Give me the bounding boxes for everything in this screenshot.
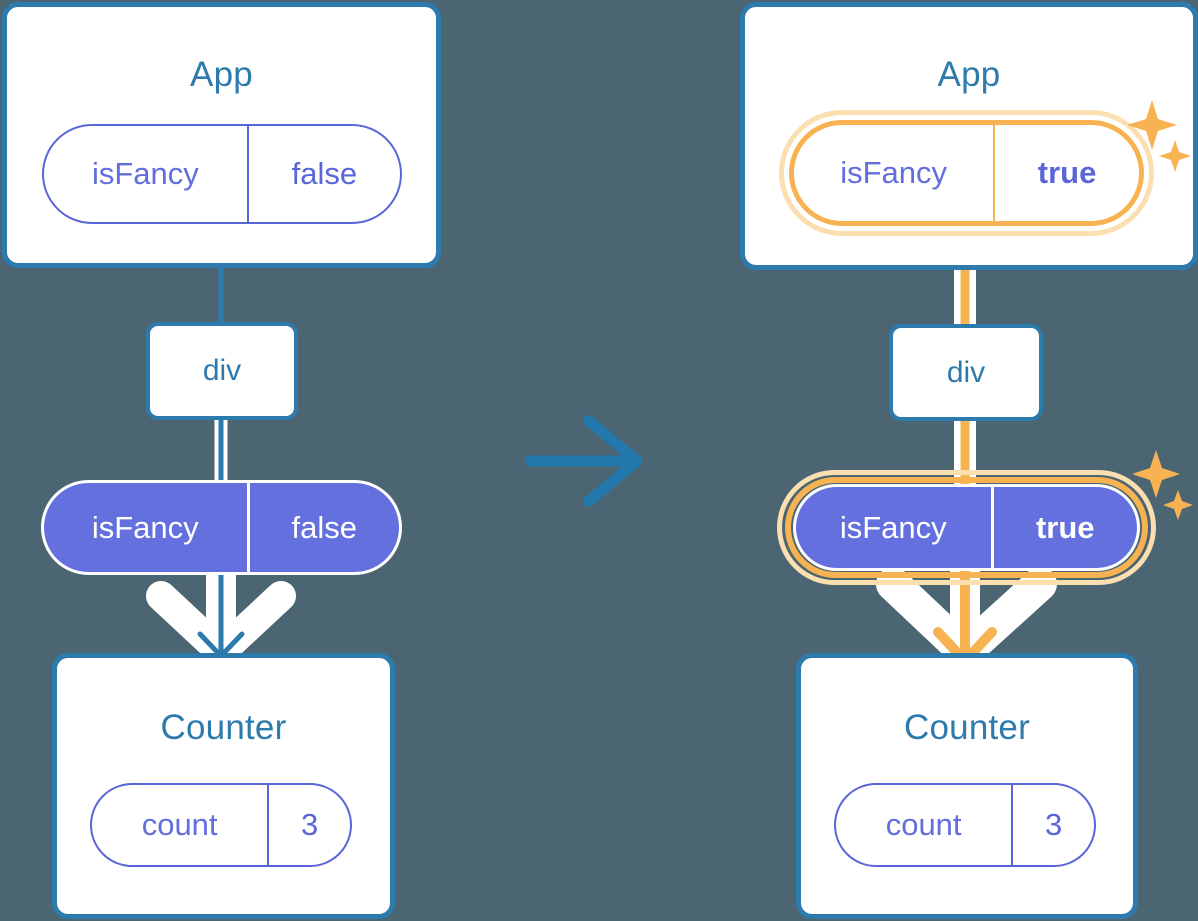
- left-counter-state-value: 3: [267, 785, 350, 865]
- right-counter-state-value: 3: [1011, 785, 1094, 865]
- left-div-label: div: [202, 354, 242, 387]
- right-app-sparkles-icon: [1128, 100, 1191, 172]
- right-app-state-value: true: [993, 125, 1139, 221]
- left-prop-value: false: [246, 483, 399, 572]
- right-div-node: div: [889, 324, 1043, 421]
- right-prop-value: true: [990, 487, 1137, 568]
- left-app-state-value: false: [246, 126, 400, 222]
- right-prop-sparkles-icon: [1133, 450, 1193, 520]
- right-pill-to-counter-arrow: [876, 551, 1057, 669]
- left-app-title: App: [190, 55, 253, 94]
- right-app-state-pill[interactable]: isFancy true: [789, 120, 1144, 226]
- left-pill-to-counter-arrow: [146, 551, 296, 667]
- right-app-title: App: [937, 55, 1001, 94]
- right-counter-state-pill[interactable]: count 3: [834, 783, 1096, 867]
- left-div-node: div: [146, 322, 298, 420]
- right-counter-state-name: count: [885, 807, 962, 842]
- right-prop-pill[interactable]: isFancy true: [793, 484, 1140, 571]
- right-counter-title: Counter: [904, 708, 1030, 747]
- left-counter-state-name: count: [141, 807, 218, 842]
- right-app-state-name: isFancy: [840, 155, 947, 190]
- left-app-state-pill[interactable]: isFancy false: [42, 124, 402, 224]
- left-counter-state-pill[interactable]: count 3: [90, 783, 352, 867]
- left-app-state-name: isFancy: [91, 156, 199, 191]
- left-prop-name: isFancy: [91, 509, 199, 545]
- right-div-label: div: [946, 355, 986, 389]
- left-counter-panel: Counter: [52, 653, 395, 919]
- transition-arrow-icon: [524, 415, 643, 507]
- right-prop-name: isFancy: [839, 509, 947, 545]
- left-counter-title: Counter: [160, 708, 287, 747]
- left-prop-pill[interactable]: isFancy false: [41, 480, 402, 575]
